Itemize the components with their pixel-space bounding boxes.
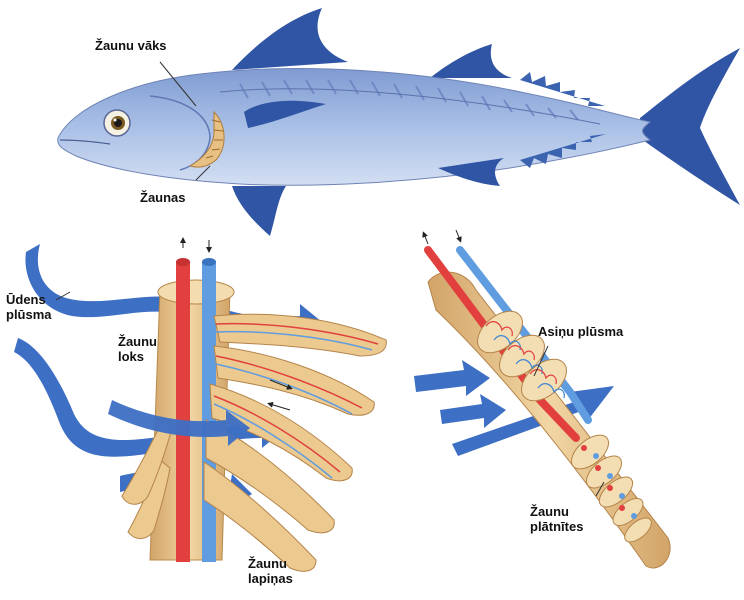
finlets-bottom <box>520 134 606 168</box>
water-flow-arrow-r1 <box>414 360 490 396</box>
gill-filaments <box>121 313 387 572</box>
label-water-flow: Ūdens plūsma <box>6 292 52 322</box>
water-flow-arrow-front <box>108 400 250 446</box>
label-water-flow-line2: plūsma <box>6 307 52 322</box>
label-gill-lamellae-line2: plātnītes <box>530 519 584 534</box>
fish <box>57 8 740 236</box>
anal-fin <box>438 158 504 186</box>
dorsal-fin-front <box>232 8 348 70</box>
label-gill-filaments: Žaunu lapiņas <box>248 556 293 586</box>
filament-detail-illustration <box>414 229 671 569</box>
water-flow-arrow-lower <box>14 338 284 457</box>
label-gill-filaments-line2: lapiņas <box>248 571 293 586</box>
vein-detail <box>456 246 592 424</box>
label-blood-flow: Asiņu plūsma <box>538 324 624 339</box>
leader-water-flow <box>55 291 71 301</box>
tail-fin <box>640 48 740 205</box>
label-gill-arch: Žaunu loks <box>118 334 157 364</box>
label-gill-cover: Žaunu vāks <box>95 38 167 53</box>
dorsal-fin-rear <box>430 44 512 78</box>
label-water-flow-line1: Ūdens <box>6 292 46 307</box>
label-gills: Žaunas <box>140 190 186 205</box>
pelvic-fin <box>232 186 286 236</box>
label-gill-lamellae-line1: Žaunu <box>530 504 569 519</box>
pectoral-fin <box>244 100 326 128</box>
gill-arch-illustration <box>14 237 387 572</box>
label-gill-arch-line2: loks <box>118 349 145 364</box>
water-flow-arrow-r2 <box>440 394 506 428</box>
label-gill-arch-line1: Žaunu <box>118 334 157 349</box>
leader-gills <box>195 165 211 181</box>
finlets-top <box>520 72 605 106</box>
gills-crescent <box>188 110 225 168</box>
leader-blood-flow <box>533 345 549 377</box>
gill-lamellae <box>477 310 652 543</box>
leader-lamellae <box>595 481 605 497</box>
label-gill-lamellae: Žaunu plātnītes <box>530 504 583 534</box>
afferent-artery <box>176 262 190 562</box>
label-gill-filaments-line1: Žaunu <box>248 556 287 571</box>
leader-gill-cover <box>159 61 197 107</box>
